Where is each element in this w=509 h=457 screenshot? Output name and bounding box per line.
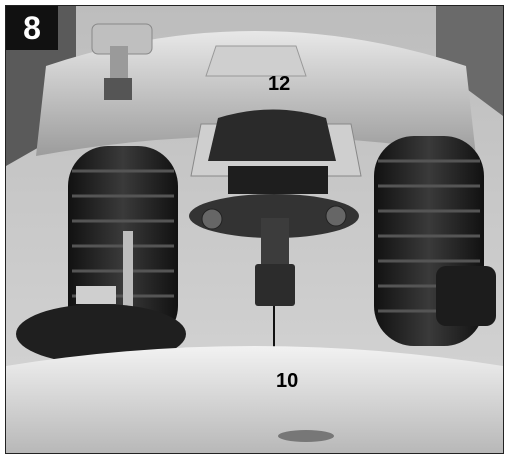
figure-number-badge: 8 bbox=[6, 6, 58, 50]
photo-frame: 8 12 10 bbox=[5, 5, 504, 454]
router-photo bbox=[6, 6, 503, 453]
callout-12: 12 bbox=[268, 73, 291, 95]
callout-10: 10 bbox=[276, 370, 299, 392]
